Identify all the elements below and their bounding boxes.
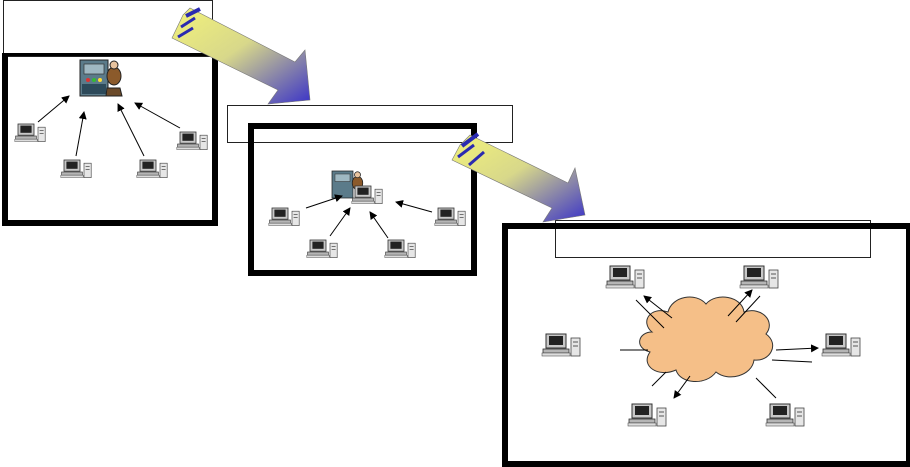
- computer-terminal-icon: [14, 123, 46, 143]
- computer-terminal-icon: [765, 403, 805, 427]
- computer-terminal-icon: [306, 239, 338, 259]
- computer-terminal-icon: [821, 333, 861, 357]
- computer-terminal-icon: [605, 265, 645, 289]
- mainframe-operator-icon: [79, 59, 123, 97]
- stage-2-frame: [248, 123, 477, 276]
- stage-1-links: [37, 95, 181, 157]
- computer-terminal-icon: [627, 403, 667, 427]
- computer-terminal-icon: [541, 333, 581, 357]
- computer-terminal-icon: [176, 131, 208, 151]
- transition-arrow-2: [451, 132, 586, 223]
- computer-terminal-icon: [268, 207, 300, 227]
- network-cloud-icon: [639, 296, 774, 382]
- stage-2-links: [305, 194, 433, 239]
- stage-1-terminal: [14, 123, 208, 179]
- stage-2-terminal: [268, 207, 466, 259]
- computer-terminal-icon: [60, 159, 92, 179]
- server-workstation-icon: [351, 185, 383, 205]
- computer-terminal-icon: [434, 207, 466, 227]
- computer-terminal-icon: [384, 239, 416, 259]
- computer-terminal-icon: [739, 265, 779, 289]
- transition-arrow-1: [171, 7, 311, 105]
- stage-1-frame: [2, 53, 218, 226]
- stage-3-links: [620, 289, 819, 399]
- stage-3-frame: [502, 223, 910, 467]
- computer-terminal-icon: [136, 159, 168, 179]
